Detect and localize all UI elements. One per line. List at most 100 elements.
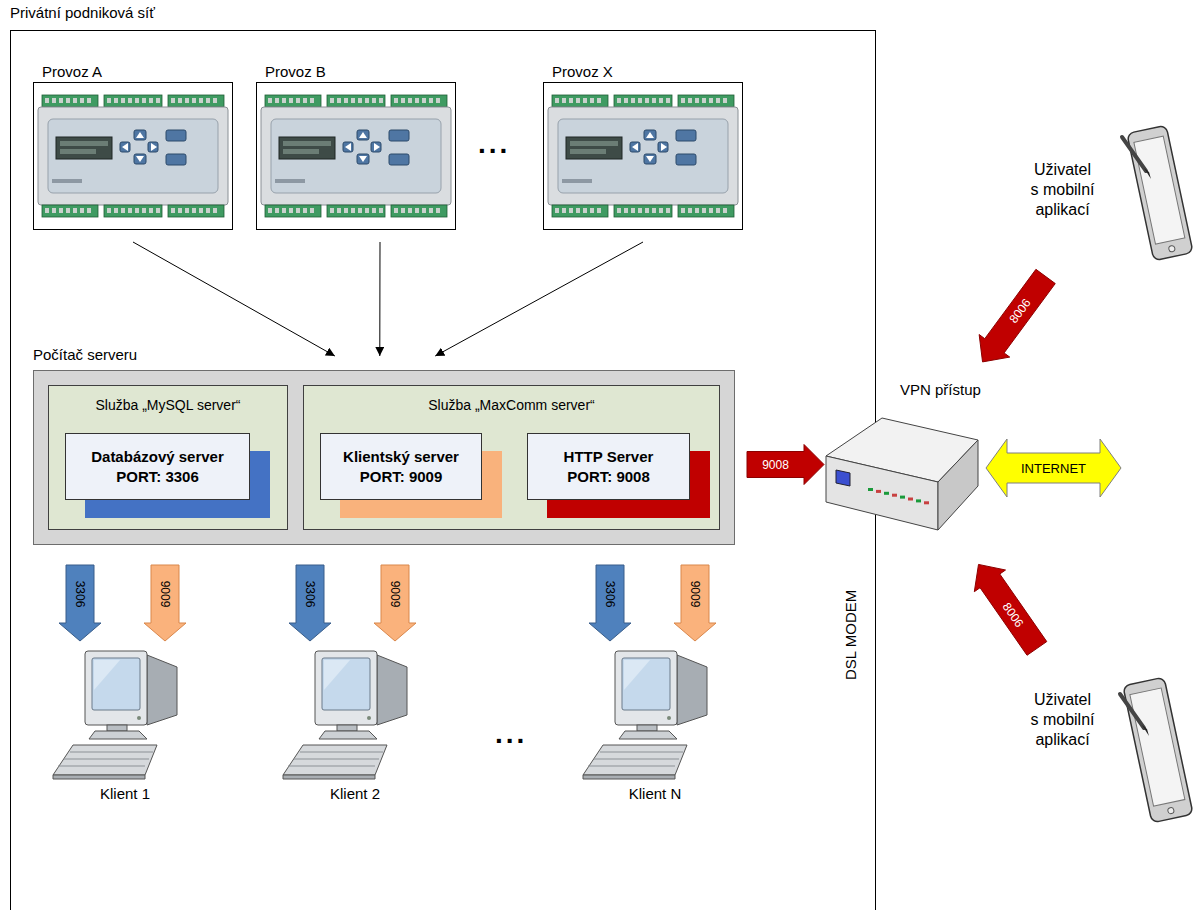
port-number: 3306 xyxy=(603,581,617,608)
terminal-block xyxy=(265,205,321,217)
terminal-screw xyxy=(422,208,426,213)
terminal-screw xyxy=(569,98,573,103)
terminal-screw xyxy=(156,208,160,213)
mobile-user: Uživatel s mobilní aplikací xyxy=(1020,115,1195,270)
plant-box: Provoz X xyxy=(543,82,743,230)
monitor-base xyxy=(619,731,677,739)
terminal-screw xyxy=(114,98,118,103)
terminal-screw xyxy=(659,98,663,103)
terminal-screw xyxy=(268,208,272,213)
monitor-front xyxy=(315,651,377,725)
terminal-screw xyxy=(330,208,334,213)
terminal-screw xyxy=(723,208,727,213)
plc-button xyxy=(148,142,158,152)
tablet-button xyxy=(1168,245,1175,252)
button-triangle xyxy=(122,143,128,151)
terminal-screw xyxy=(213,98,217,103)
plc-display xyxy=(566,137,622,159)
mobile-user: Uživatel s mobilní aplikací xyxy=(1020,655,1195,845)
plc-button xyxy=(389,154,409,165)
terminal-screw xyxy=(638,98,642,103)
port-arrow xyxy=(144,565,186,641)
port-box-label: PORT: 9008 xyxy=(567,467,650,487)
terminal-screw xyxy=(702,98,706,103)
port-box: Databázový serverPORT: 3306 xyxy=(65,433,250,500)
port-number: 8006 xyxy=(1000,600,1027,630)
terminal-screw xyxy=(583,208,587,213)
terminal-screw xyxy=(562,208,566,213)
keyboard-edge xyxy=(583,775,675,779)
terminal-screw xyxy=(178,208,182,213)
terminal-screw xyxy=(436,98,440,103)
port-box-label: PORT: 3306 xyxy=(116,467,199,487)
terminal-screw xyxy=(121,208,125,213)
terminal-block xyxy=(391,205,447,217)
tablet-button xyxy=(1167,807,1174,814)
terminal-screw xyxy=(128,208,132,213)
flow-arrow xyxy=(379,242,380,356)
plant-box-picture xyxy=(257,83,455,229)
plc-button xyxy=(644,130,656,140)
terminal-screw xyxy=(66,208,70,213)
port-box-label: Klientský server xyxy=(343,447,459,467)
client-computer-label: Klient 2 xyxy=(275,785,435,802)
port-number: 9009 xyxy=(388,581,402,608)
terminal-screw xyxy=(73,208,77,213)
terminal-screw xyxy=(590,98,594,103)
terminal-screw xyxy=(394,98,398,103)
terminal-screw xyxy=(695,208,699,213)
plc-button xyxy=(676,154,696,165)
monitor-base xyxy=(89,731,147,739)
keyboard-row xyxy=(300,752,383,753)
client-computer: Klient N xyxy=(575,645,735,805)
monitor-neck xyxy=(107,725,127,731)
terminal-block xyxy=(42,205,98,217)
terminal-screw xyxy=(87,98,91,103)
button-triangle xyxy=(359,156,367,162)
monitor-back xyxy=(147,655,177,725)
plc-button xyxy=(343,142,353,152)
terminal-screw xyxy=(723,98,727,103)
terminal-screw xyxy=(80,208,84,213)
keyboard-row xyxy=(594,759,679,760)
terminal-screw xyxy=(415,98,419,103)
port-box: HTTP ServerPORT: 9008 xyxy=(527,433,690,500)
button-triangle xyxy=(151,143,157,151)
terminal-screw xyxy=(52,208,56,213)
terminal-screw xyxy=(192,208,196,213)
tablet-screen xyxy=(1130,688,1185,806)
tablet-frame xyxy=(1123,677,1193,823)
plc-button xyxy=(676,130,696,141)
terminal-screw xyxy=(379,208,383,213)
terminal-screw xyxy=(199,98,203,103)
terminal-screw xyxy=(296,98,300,103)
modem-led xyxy=(908,498,913,501)
screen-glare xyxy=(94,660,120,690)
tablet-frame xyxy=(1127,125,1193,260)
terminal-block xyxy=(614,205,672,217)
monitor-screen xyxy=(92,658,140,710)
tablet-screen xyxy=(1134,136,1185,244)
plant-box-label: Provoz B xyxy=(265,63,326,80)
terminal-screw xyxy=(358,98,362,103)
terminal-block xyxy=(614,95,672,107)
plant-box: Provoz A xyxy=(33,82,233,230)
plant-box-label: Provoz A xyxy=(42,63,102,80)
button-triangle xyxy=(359,132,367,138)
terminal-screw xyxy=(358,208,362,213)
keyboard-row xyxy=(600,752,683,753)
network-region-label: Privátní podniková síť xyxy=(10,4,155,21)
modem-led xyxy=(876,490,881,493)
port-number: 3306 xyxy=(73,581,87,608)
button-triangle xyxy=(374,143,380,151)
port-arrow xyxy=(59,565,101,641)
modem-front xyxy=(826,456,938,530)
terminal-screw xyxy=(135,98,139,103)
dsl-modem-label: DSL MODEM xyxy=(842,590,859,680)
terminal-screw xyxy=(688,98,692,103)
terminal-screw xyxy=(73,98,77,103)
terminal-screw xyxy=(289,208,293,213)
plc-button xyxy=(166,130,186,141)
terminal-screw xyxy=(45,208,49,213)
terminal-screw xyxy=(408,208,412,213)
